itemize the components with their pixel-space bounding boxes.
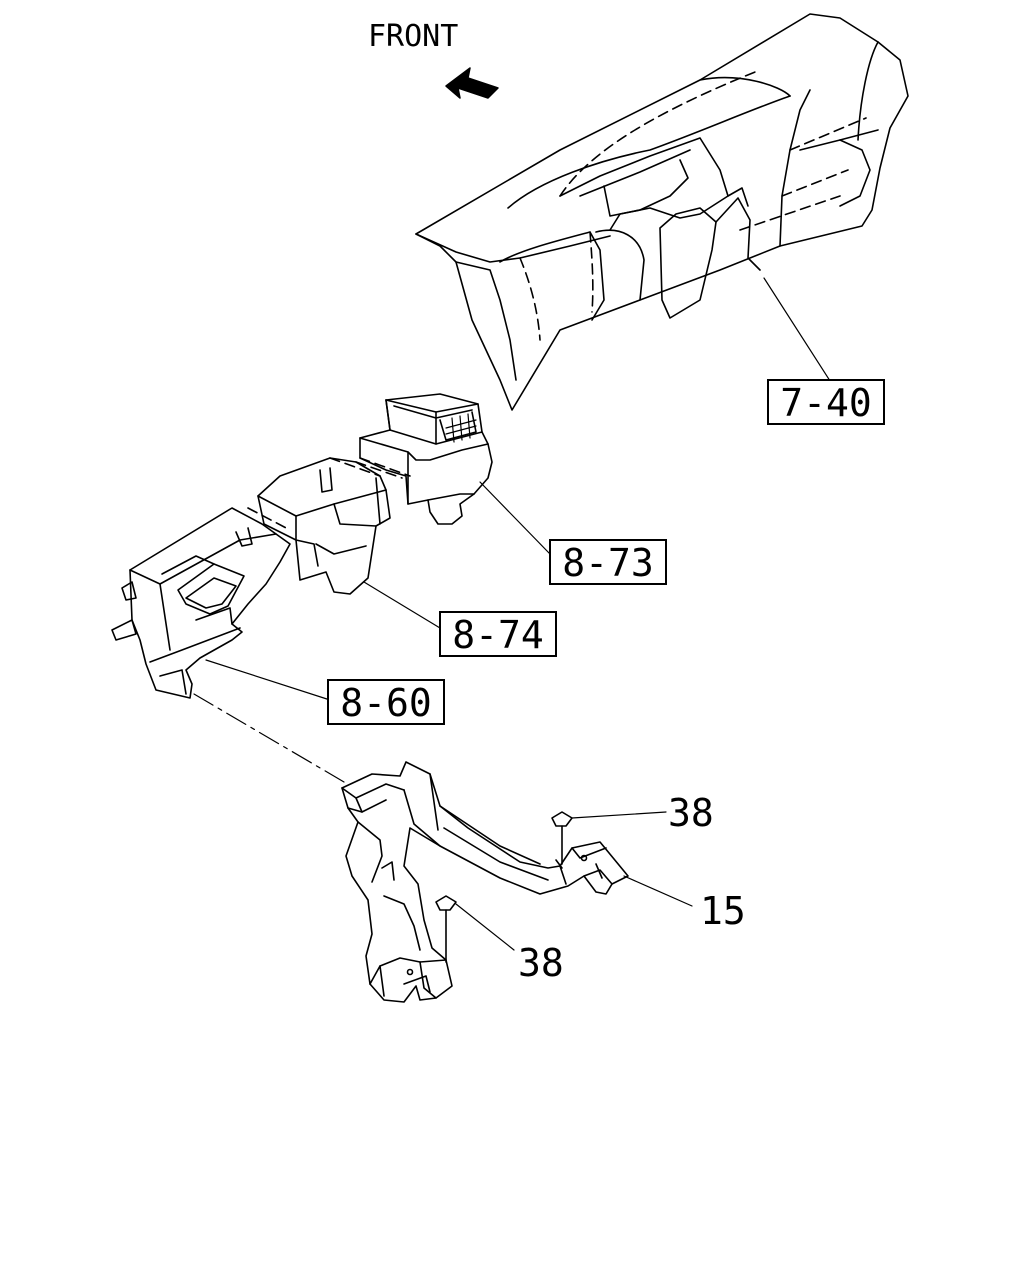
leader-side-duct [479, 481, 551, 555]
center-duct-part [257, 457, 403, 595]
callout-box-center-duct [439, 611, 557, 657]
leader-duct-assembly [205, 659, 331, 701]
callout-duct-assembly: 8-60 [340, 681, 432, 725]
leader-clip-lower [455, 903, 515, 951]
callout-floor-duct: 15 [700, 889, 746, 933]
callout-box-dash-panel [767, 379, 885, 425]
callout-clip-upper: 38 [668, 791, 714, 835]
callout-box-side-duct [549, 539, 667, 585]
floor-duct-part [341, 761, 629, 1003]
callout-side-duct: 8-73 [562, 541, 654, 585]
front-label: FRONT [368, 19, 458, 54]
side-duct-part [359, 393, 493, 525]
callout-box-duct-assembly [327, 679, 445, 725]
assembly-centerline [193, 693, 345, 783]
callout-dash-panel: 7-40 [780, 381, 872, 425]
dash-panel-part [415, 13, 909, 411]
duct-assembly-part [111, 507, 291, 699]
arrow-up-left-icon [445, 67, 499, 99]
leader-center-duct [363, 581, 441, 629]
callout-center-duct: 8-74 [452, 613, 544, 657]
clip-upper-part [551, 811, 573, 869]
clip-lower-part [435, 895, 457, 963]
callout-clip-lower: 38 [518, 941, 564, 985]
leader-dash-panel [763, 277, 833, 385]
leader-clip-upper [571, 811, 667, 819]
leader-floor-duct [623, 875, 693, 907]
